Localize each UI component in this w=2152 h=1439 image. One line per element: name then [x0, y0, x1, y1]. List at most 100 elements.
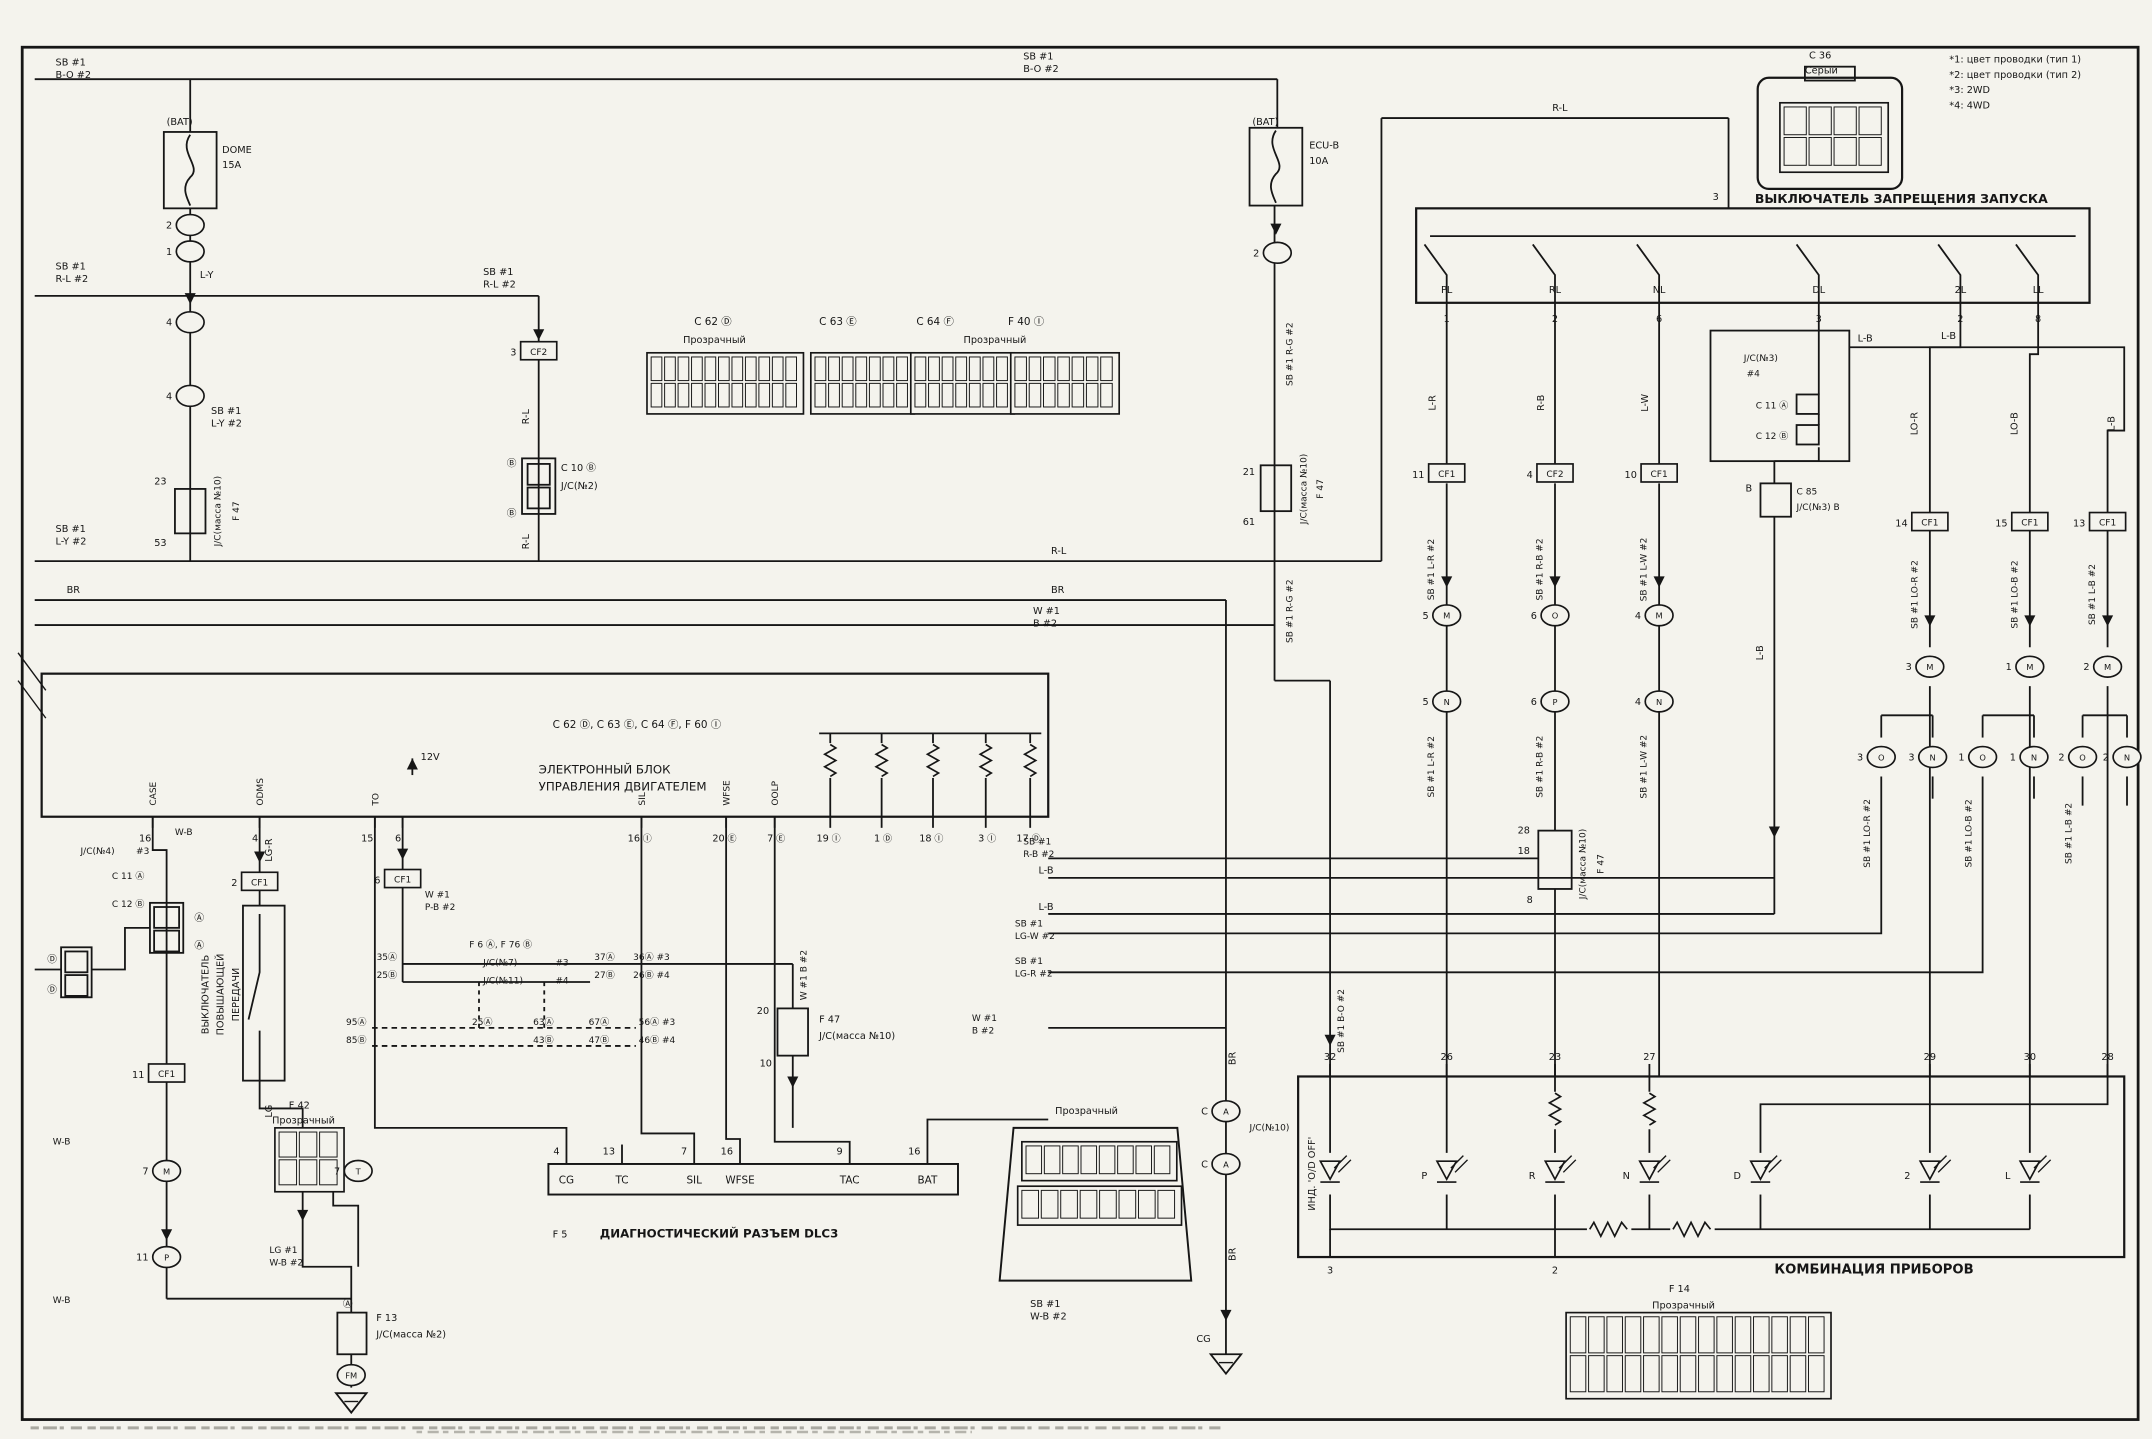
- pin-cell: [691, 382, 703, 408]
- pin-cell: [1698, 1355, 1715, 1393]
- pin-cell: [1858, 137, 1882, 166]
- vertical-label: W #1 B #2: [800, 950, 810, 1000]
- pin-cell: [1679, 1316, 1697, 1354]
- lamp-symbol-ray: [1764, 1155, 1778, 1169]
- vertical-label: L-W: [1640, 393, 1651, 411]
- label: 12V: [421, 752, 440, 763]
- connector-oval: [2092, 655, 2123, 678]
- label: B: [1745, 484, 1752, 495]
- pin-cell: [1783, 106, 1807, 136]
- vertical-label: SB #1 LO-B #2: [2010, 560, 2020, 628]
- connector-oval-letter: O: [1979, 752, 1986, 762]
- label: L-B: [1858, 334, 1873, 345]
- label: F 40 Ⓘ: [1008, 316, 1045, 328]
- connector-oval: [2112, 745, 2142, 769]
- label: SB #1: [211, 406, 241, 417]
- connector-oval-number: 6: [1531, 697, 1537, 708]
- connector-oval-letter: N: [1656, 697, 1662, 707]
- ecu-pin-name: OOLP: [771, 780, 781, 805]
- cf-box-number: 15: [1995, 518, 2007, 529]
- wire: [1849, 346, 2126, 513]
- lamp-symbol-ray: [1558, 1155, 1573, 1169]
- pin-cell: [298, 1159, 318, 1186]
- connector-oval-letter: M: [163, 1166, 170, 1176]
- cf-box-label: CF1: [158, 1070, 175, 1080]
- ecu-pin-connector-letter: Ⓓ: [1032, 834, 1041, 845]
- label: P: [1421, 1171, 1427, 1182]
- pin-cell: [1753, 1316, 1770, 1354]
- ecu-pin-name: TO: [371, 793, 381, 807]
- pin-cell: [855, 382, 868, 408]
- connector-oval: [1917, 745, 1948, 769]
- label: 6: [1656, 314, 1662, 325]
- connector-oval: [151, 1245, 182, 1269]
- label: 28: [2101, 1052, 2113, 1063]
- label: 95Ⓐ: [346, 1017, 366, 1028]
- pin-cell: [1624, 1355, 1642, 1393]
- label: PL: [1441, 285, 1453, 296]
- pin-cell: [1028, 382, 1042, 408]
- pin-cell: [664, 382, 676, 408]
- lamp-symbol: [1749, 1160, 1772, 1182]
- pin-cell: [1661, 1355, 1678, 1393]
- pin-cell: [982, 382, 995, 408]
- vertical-label: LO-B: [2009, 412, 2020, 435]
- instrument-cluster-box: [1297, 1075, 2126, 1259]
- ecu-pin-connector-letter: Ⓔ: [776, 834, 785, 845]
- connector-oval-number: 4: [1635, 697, 1641, 708]
- connector-oval-number: 2: [2103, 752, 2109, 763]
- pin-cell: [1588, 1355, 1605, 1393]
- lamp-symbol: [1638, 1160, 1661, 1182]
- label: Прозрачный: [964, 335, 1027, 346]
- label: 9: [837, 1146, 843, 1157]
- wire: [773, 816, 851, 1164]
- connector-oval-letter: N: [1930, 752, 1936, 762]
- ecu-pin-connector-letter: Ⓘ: [934, 834, 943, 845]
- label: C 62 Ⓓ, C 63 Ⓔ, C 64 Ⓕ, F 60 Ⓘ: [553, 719, 722, 731]
- pin-cell: [1808, 137, 1832, 166]
- arrow-marker: [1441, 576, 1453, 588]
- arrow-marker: [2102, 615, 2114, 627]
- connector-oval-letter: O: [1552, 611, 1559, 621]
- connector-oval-letter: M: [1443, 611, 1450, 621]
- vertical-label: ИНД. 'O/D OFF': [1307, 1137, 1318, 1211]
- label: 26Ⓑ #4: [633, 970, 670, 981]
- arrow-marker: [397, 848, 409, 860]
- label: 21: [1243, 467, 1255, 478]
- connector-oval-letter: M: [1656, 611, 1663, 621]
- label: 3: [1327, 1266, 1333, 1277]
- pin-cell: [914, 356, 927, 382]
- pin-cell: [1021, 1189, 1039, 1219]
- label: 25Ⓐ: [472, 1017, 492, 1028]
- label: 28: [1518, 825, 1530, 836]
- ecu-pin-number: 4: [252, 834, 258, 845]
- connector-oval-number: 7: [142, 1166, 148, 1177]
- pin-cell: [882, 382, 895, 408]
- vertical-label: F 47: [1316, 479, 1326, 499]
- ground-symbol: [1208, 1353, 1244, 1376]
- pin-cell: [278, 1159, 298, 1186]
- arrow-marker: [1270, 223, 1282, 235]
- pin-cell: [758, 382, 771, 408]
- label: C 36: [1809, 50, 1831, 61]
- label: SB #1: [56, 57, 86, 68]
- label: LG-R #2: [1015, 969, 1053, 979]
- label: DL: [1812, 285, 1825, 296]
- pin-cell: [1025, 1145, 1043, 1175]
- cf-box: [1910, 511, 1949, 532]
- wire: [247, 913, 261, 1020]
- label: (BAT): [1252, 117, 1278, 128]
- label: Ⓑ: [507, 458, 517, 470]
- label: C 64 Ⓕ: [916, 316, 954, 328]
- dlc3-connector-outline: [998, 1126, 1193, 1282]
- vertical-label: SB #1 L-W #2: [1640, 735, 1650, 799]
- pin-cell: [1606, 1355, 1623, 1393]
- label: Прозрачный: [272, 1116, 335, 1127]
- pin-cell: [1071, 356, 1085, 382]
- connector-oval-number: 3: [1908, 752, 1914, 763]
- wire: [1795, 243, 1820, 303]
- connector-oval: [1431, 690, 1462, 713]
- cf-box: [2010, 511, 2049, 532]
- label: BR: [67, 585, 81, 596]
